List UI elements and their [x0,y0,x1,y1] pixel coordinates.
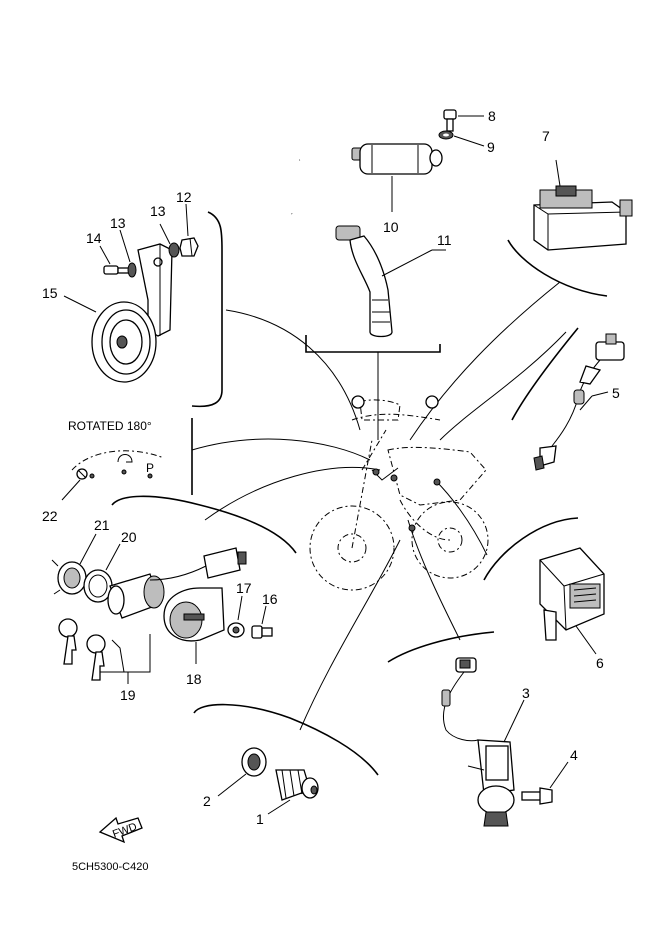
label-20: 20 [121,529,137,545]
label-2: 2 [203,793,211,809]
horn-15 [63,295,157,383]
label-8: 8 [488,108,496,124]
label-19: 19 [120,687,136,703]
switch-plate-21 [51,533,97,595]
unit-7 [533,159,633,251]
rotated-note: ROTATED 180° [68,419,152,433]
gasket-2 [217,747,267,797]
gasket-20 [83,543,121,603]
label-21: 21 [94,517,110,533]
horn-bracket [137,243,173,337]
label-3: 3 [522,685,530,701]
label-1: 1 [256,811,264,827]
washer-9 [438,130,485,147]
diagram-code: 5CH5300-C420 [72,861,148,873]
leader-curves [191,281,567,731]
label-22: 22 [42,508,58,524]
bolt-4 [521,761,569,805]
label-4: 4 [570,747,578,763]
group-brackets [111,211,608,776]
ignition-coil-10 [278,143,443,212]
label-17: 17 [236,580,252,596]
sensor-3 [441,657,525,827]
key-icon [76,468,88,480]
nut-12 [179,203,199,257]
lock-icon [117,454,133,463]
label-16: 16 [262,591,278,607]
label-14: 14 [86,230,102,246]
screw-14 [99,245,133,275]
collar-17 [227,595,245,638]
spark-plug-cap-11 [290,212,446,338]
main-switch-body [107,547,247,619]
washer-13a [119,229,137,278]
label-7: 7 [542,128,550,144]
label-9: 9 [487,139,495,155]
motorcycle-outline [309,395,489,591]
label-13a: 13 [110,215,126,231]
park-label: P [146,461,154,475]
lead-5 [533,333,625,471]
bolt-8 [443,109,484,132]
label-11: 11 [437,232,452,248]
switch-1 [267,769,319,815]
switch-cover-18 [163,587,225,664]
key-19 [58,618,151,684]
label-18: 18 [186,671,202,687]
label-10: 10 [383,219,399,235]
washer-13b [159,223,180,258]
label-5: 5 [612,385,620,401]
label-15: 15 [42,285,58,301]
fwd-arrow-icon: FWD [98,816,143,844]
label-12: 12 [176,189,192,205]
bolt-16 [251,605,273,639]
unit-6 [539,547,605,655]
label-6: 6 [596,655,604,671]
label-13b: 13 [150,203,166,219]
rotated-detail: P [61,450,165,501]
part-labels: 8 9 7 10 11 12 13 13 14 15 5 ROTATED 180… [42,108,620,873]
